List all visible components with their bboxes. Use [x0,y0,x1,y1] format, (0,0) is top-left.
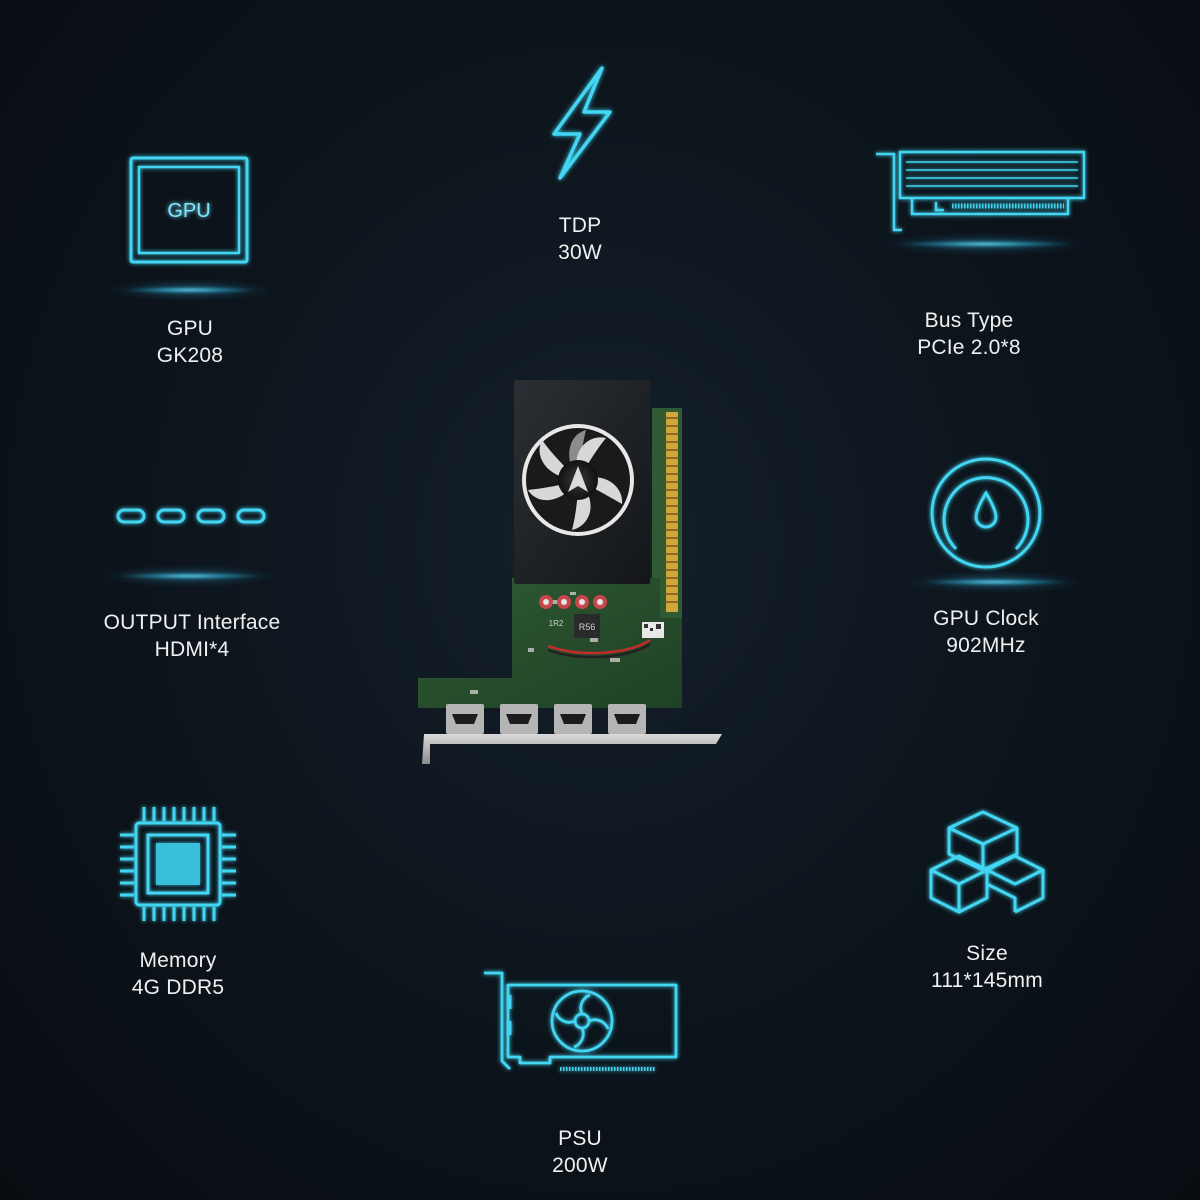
memory-title: Memory [139,949,217,972]
spec-bus: Bus Type PCIe 2.0*8 [822,148,1122,361]
spec-psu: PSU 200W [430,965,730,1179]
spec-tdp: TDP 30W [430,62,730,266]
output-title: OUTPUT Interface [103,611,281,634]
bus-title: Bus Type [924,309,1014,332]
board-marking-2: 1R2 [549,619,564,628]
output-value: HDMI*4 [154,638,230,661]
lightning-bolt-icon [552,66,612,180]
memory-chip-icon [120,807,236,921]
board-marking: R56 [579,622,596,632]
tdp-title: TDP [558,214,602,237]
clock-title: GPU Clock [933,607,1039,630]
spec-memory: Memory 4G DDR5 [28,805,328,1001]
clock-glow-line [925,579,1065,585]
size-value: 111*145mm [931,969,1043,992]
hdmi-ports-icon [116,508,266,524]
gpu-icon-text: GPU [167,200,210,222]
pcie-card-icon [876,150,1086,232]
gpu-glow-line [125,287,255,293]
spec-gpu: GPU GPU GK208 [40,155,340,369]
graphics-card-photo: R56 1R2 [418,380,722,764]
gpu-title: GPU [166,317,214,340]
graphics-card-fan-icon [484,971,678,1071]
tdp-value: 30W [558,241,602,264]
gpu-value: GK208 [156,344,224,367]
speedometer-icon [930,457,1042,569]
spec-output: OUTPUT Interface HDMI*4 [42,505,342,663]
size-title: Size [966,942,1008,965]
bus-value: PCIe 2.0*8 [917,336,1021,359]
clock-value: 902MHz [946,634,1026,657]
hdmi-ports [446,704,646,734]
output-glow-line [120,573,260,579]
spec-size: Size 111*145mm [837,808,1137,994]
memory-value: 4G DDR5 [131,976,225,999]
bus-glow-line [900,241,1070,247]
psu-title: PSU [558,1127,602,1150]
gpu-chip-icon: GPU [129,156,249,264]
psu-value: 200W [552,1154,608,1177]
boxes-icon [929,810,1045,914]
spec-clock: GPU Clock 902MHz [836,455,1136,659]
